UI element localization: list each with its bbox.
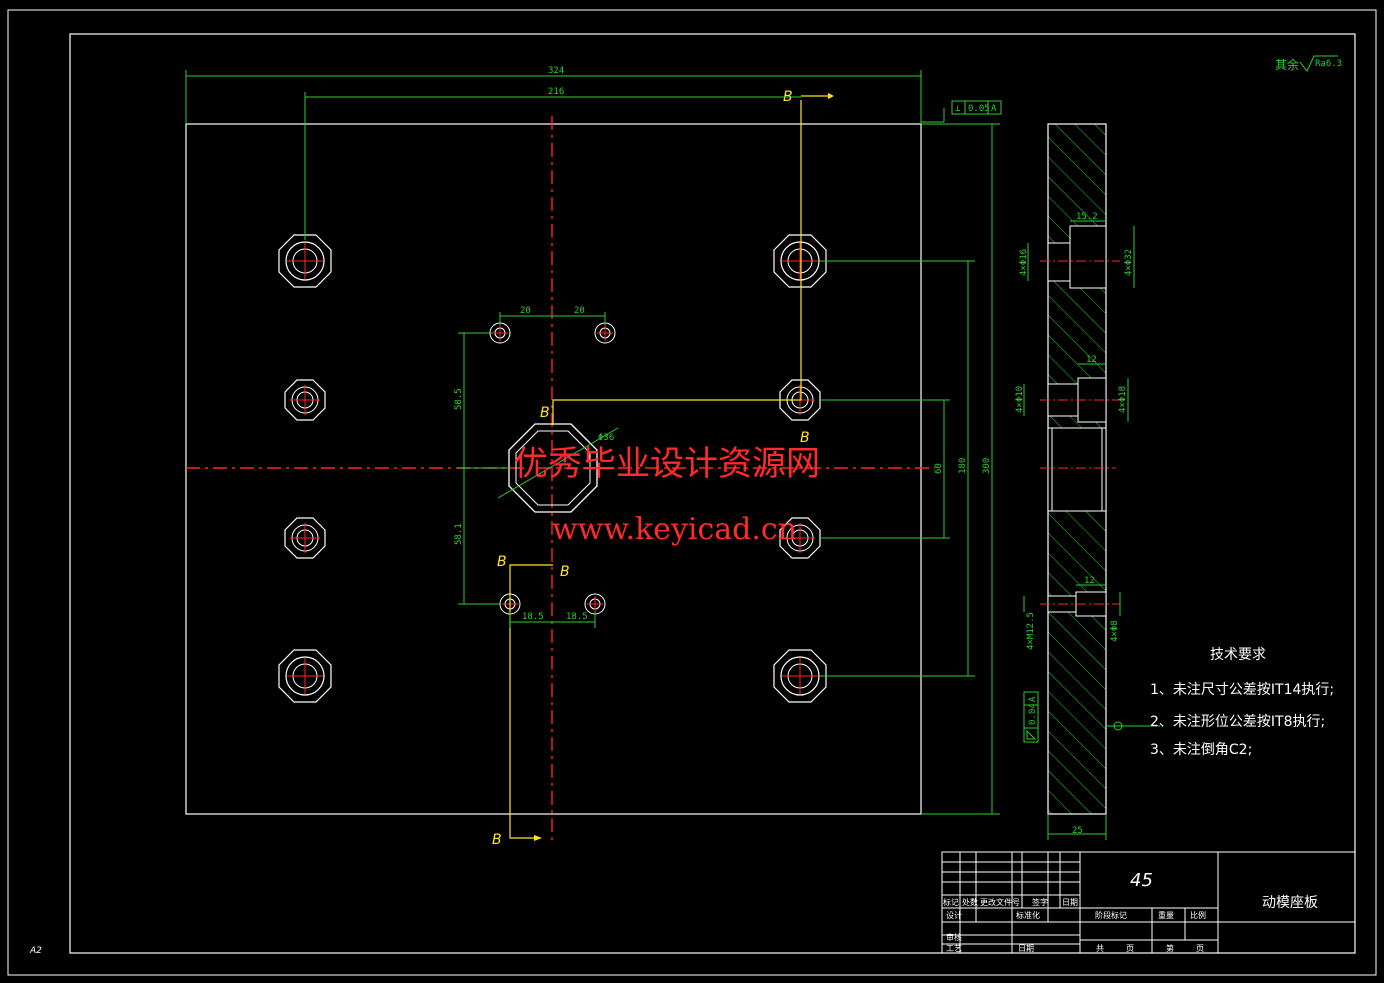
dim-side-hole-mid-left: 4×Φ10: [1015, 386, 1025, 413]
watermark-url: www.keyicad.cn: [552, 512, 797, 547]
screw-hole: [284, 379, 326, 421]
svg-text:日期: 日期: [1062, 898, 1078, 907]
sheet-size: A2: [29, 946, 42, 956]
plate-outline: [185, 123, 922, 815]
watermark: 优秀毕业设计资源网 www.keyicad.cn: [514, 444, 820, 547]
section-label-b: B: [800, 430, 810, 446]
center-bore: [497, 423, 619, 513]
section-arrow-top-head: [828, 93, 834, 99]
svg-text:页: 页: [1196, 944, 1204, 953]
svg-text:第: 第: [1166, 943, 1174, 953]
watermark-title: 优秀毕业设计资源网: [514, 444, 820, 484]
dim-side-hole-top-right: 4×Φ32: [1124, 249, 1134, 276]
small-hole: [584, 593, 606, 615]
svg-text:其余: 其余: [1275, 57, 1299, 72]
svg-text:A: A: [991, 104, 997, 114]
svg-text:A: A: [1028, 696, 1038, 702]
tech-item-3: 3、未注倒角C2;: [1150, 742, 1252, 758]
part-name: 动模座板: [1262, 895, 1318, 911]
section-label-b: B: [560, 564, 570, 580]
tolerance-frame-side: 0.04 A: [1023, 691, 1039, 743]
svg-text:日期: 日期: [1018, 944, 1034, 953]
inner-frame: [69, 33, 1356, 954]
dim-hole-vspan-outer: 180: [958, 458, 968, 474]
small-hole: [594, 322, 616, 344]
dim-small-bottom-left: 18.5: [522, 612, 544, 622]
dim-small-top-left: 20: [520, 306, 531, 316]
dim-side-width-bottom: 12: [1084, 576, 1095, 586]
technical-requirements: 技术要求 1、未注尺寸公差按IT14执行; 2、未注形位公差按IT8执行; 3、…: [1150, 647, 1334, 758]
section-label-b: B: [540, 405, 550, 421]
dim-side-hole-top-left: 4×Φ16: [1019, 249, 1029, 276]
tolerance-frame-top: ⊥ 0.05 A: [921, 100, 1002, 123]
material-value: 45: [1130, 870, 1153, 891]
section-arrow-bottom-head: [534, 835, 542, 841]
title-block: [941, 851, 1356, 954]
section-path-upper: [552, 100, 802, 425]
section-label-b: B: [497, 554, 507, 570]
front-view: B B B B B B: [185, 55, 1342, 848]
section-path-lower: [509, 564, 553, 839]
dim-hole-vspan-inner: 60: [934, 463, 944, 474]
screw-hole: [779, 517, 821, 559]
dim-side-thickness: 25: [1072, 826, 1083, 836]
svg-text:0.05: 0.05: [968, 104, 990, 114]
side-section-view: 15.2 12 12 25 4×Φ16 4×Φ32 4×Φ10 4×Φ18 4×…: [1015, 123, 1160, 840]
svg-text:设计: 设计: [946, 910, 962, 920]
dimension-lines: [185, 70, 1000, 815]
svg-text:⊥: ⊥: [955, 104, 961, 114]
title-block-labels: 标记 处数 更改文件号 签字 日期 设计 标准化 审核 工艺 日期 阶段标记 重…: [943, 897, 1206, 953]
outer-frame: [7, 9, 1377, 976]
svg-text:比例: 比例: [1190, 910, 1206, 920]
tech-title: 技术要求: [1210, 647, 1266, 663]
svg-text:审核: 审核: [946, 932, 962, 942]
dim-side-hole-bot-left: 4×M12.5: [1026, 612, 1036, 650]
dim-side-width-top: 15.2: [1076, 212, 1098, 222]
svg-text:处数: 处数: [962, 897, 978, 907]
section-label-b: B: [492, 832, 502, 848]
dim-small-bottom-right: 18.5: [566, 612, 588, 622]
dim-overall-width: 324: [548, 66, 564, 76]
counterbore-hole: [773, 649, 827, 703]
screw-hole: [284, 517, 326, 559]
svg-text:更改文件号: 更改文件号: [980, 897, 1020, 907]
small-hole: [489, 322, 511, 344]
svg-text:标记: 标记: [943, 897, 959, 907]
dim-center-note: Φ36: [598, 433, 614, 443]
svg-text:标准化: 标准化: [1016, 910, 1040, 920]
svg-text:Ra6.3: Ra6.3: [1315, 59, 1342, 69]
dim-overall-height: 300: [982, 458, 992, 474]
tech-item-2: 2、未注形位公差按IT8执行;: [1150, 714, 1325, 730]
counterbore-hole: [278, 234, 332, 288]
dim-small-top-right: 20: [574, 306, 585, 316]
dim-hole-span: 216: [548, 87, 564, 97]
svg-text:工艺: 工艺: [946, 944, 962, 953]
tech-item-1: 1、未注尺寸公差按IT14执行;: [1150, 682, 1334, 698]
surface-finish-note: 其余 Ra6.3: [1275, 55, 1342, 72]
svg-text:共: 共: [1096, 944, 1104, 953]
dim-vertical-bottom: 58.1: [454, 523, 464, 545]
svg-text:签字: 签字: [1032, 897, 1048, 907]
counterbore-hole: [278, 649, 332, 703]
svg-text:重量: 重量: [1158, 910, 1174, 920]
dim-side-hole-bot-right: 4×Φ8: [1110, 620, 1120, 642]
svg-text:页: 页: [1126, 944, 1134, 953]
svg-text:阶段标记: 阶段标记: [1095, 910, 1127, 920]
dim-vertical-top: 58.5: [454, 388, 464, 410]
dim-side-hole-mid-right: 4×Φ18: [1118, 386, 1128, 413]
dim-side-width-mid: 12: [1086, 355, 1097, 365]
svg-text:0.04: 0.04: [1028, 703, 1038, 725]
counterbore-hole: [773, 234, 827, 288]
